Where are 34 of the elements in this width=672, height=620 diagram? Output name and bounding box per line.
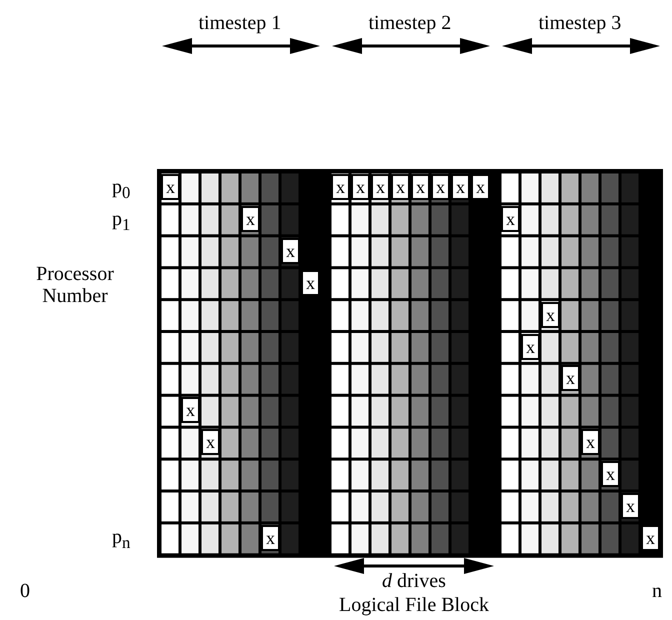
row-label: p$_{1}$: [112, 208, 130, 236]
marked-block: x: [411, 174, 430, 200]
marked-block: x: [261, 524, 280, 551]
axis-tick-label: n: [652, 580, 662, 602]
marked-block: x: [621, 493, 640, 519]
marked-block: x: [331, 174, 350, 200]
timestep-label: timestep 3: [538, 12, 622, 34]
marked-block: x: [301, 270, 320, 296]
marked-block: x: [281, 238, 300, 264]
marked-block: x: [241, 206, 260, 232]
row-label: p$_{0}$: [112, 176, 130, 204]
axis-title: Processor Number: [35, 263, 115, 307]
marked-block: x: [351, 174, 370, 200]
marked-block: x: [431, 174, 450, 200]
marked-block: x: [471, 174, 490, 200]
marked-block: x: [581, 429, 600, 456]
axis-tick-label: 0: [20, 580, 30, 602]
timestep-label: timestep 2: [368, 12, 452, 34]
marked-block: x: [541, 302, 560, 328]
axis-title: Logical File Block: [339, 594, 489, 616]
timestep-label: timestep 1: [198, 12, 282, 34]
marked-block: x: [371, 174, 390, 200]
marked-block: x: [501, 206, 520, 232]
marked-block: x: [601, 461, 620, 488]
marked-block: x: [561, 365, 580, 392]
dimension-label: d drives: [382, 570, 446, 592]
marked-block: x: [451, 174, 470, 200]
marked-block: x: [521, 334, 540, 360]
marked-block: x: [181, 397, 200, 424]
marked-block: x: [391, 174, 410, 200]
row-label: p$_{n}$: [112, 526, 130, 554]
marked-block: x: [201, 429, 220, 456]
marked-block: x: [161, 174, 180, 200]
marked-block: x: [641, 524, 660, 551]
